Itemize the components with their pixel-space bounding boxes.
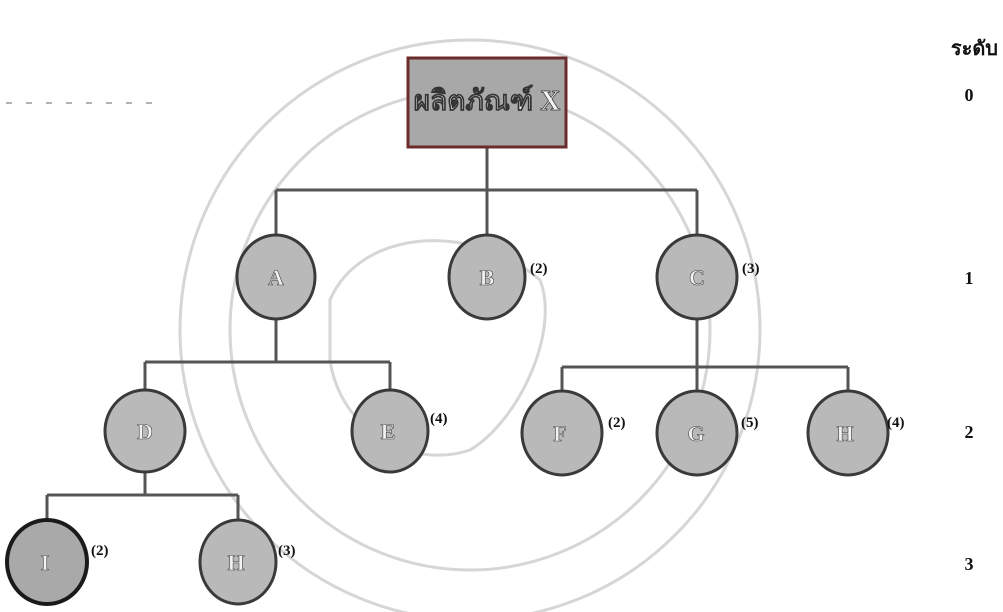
level-header: ระดับ [951, 36, 998, 60]
node-g-label: G [687, 421, 704, 446]
node-h-level3-label: H [227, 550, 244, 575]
level-column: ระดับ 0 1 2 3 [951, 36, 998, 574]
node-b-label: B [480, 265, 495, 290]
node-g-quantity: (5) [741, 415, 759, 431]
node-b: B (2) [449, 235, 548, 319]
node-i-quantity: (2) [91, 543, 109, 559]
node-c-quantity: (3) [742, 261, 760, 277]
node-g: G (5) [657, 391, 759, 475]
node-c-label: C [689, 265, 705, 290]
node-e: E (4) [352, 390, 448, 472]
root-product-box: ผลิตภัณฑ์ X [408, 58, 566, 147]
level-0: 0 [965, 85, 974, 105]
node-d: D [105, 390, 185, 472]
level-1: 1 [965, 268, 974, 288]
node-h-level3-quantity: (3) [278, 543, 296, 559]
node-e-quantity: (4) [430, 411, 448, 427]
node-c: C (3) [657, 235, 760, 319]
node-h-level2-label: H [836, 421, 853, 446]
level-2: 2 [965, 422, 974, 442]
node-d-label: D [137, 419, 153, 444]
level-3: 3 [965, 554, 974, 574]
node-i-label: I [41, 550, 50, 575]
node-h-level2-quantity: (4) [887, 415, 905, 431]
node-h-level3: H (3) [200, 520, 296, 604]
node-i: I (2) [7, 520, 109, 604]
node-h-level2: H (4) [808, 391, 905, 475]
node-a: A [237, 235, 315, 319]
node-f: F (2) [522, 391, 626, 475]
root-label: ผลิตภัณฑ์ X [414, 85, 561, 117]
node-e-label: E [381, 419, 396, 444]
node-f-label: F [553, 421, 566, 446]
node-a-label: A [268, 265, 284, 290]
node-b-quantity: (2) [530, 261, 548, 277]
node-f-quantity: (2) [608, 415, 626, 431]
